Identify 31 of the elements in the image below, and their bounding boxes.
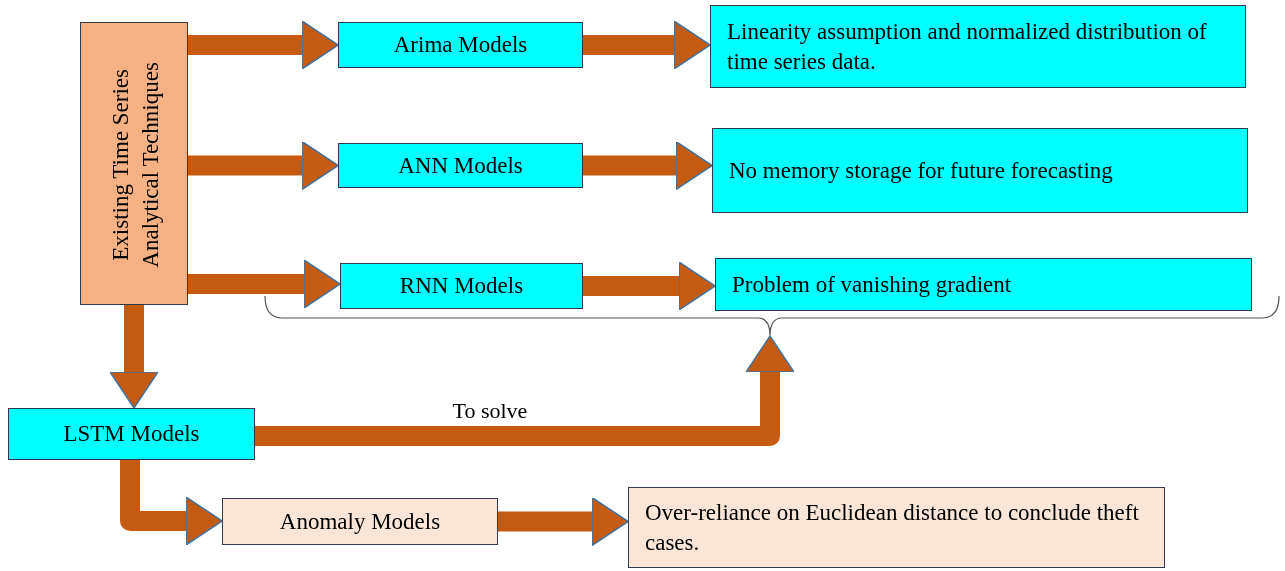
- block-arrow: [255, 335, 795, 446]
- curly-brace: [262, 296, 1282, 336]
- process-box: [338, 22, 583, 68]
- block-arrow: [583, 140, 713, 191]
- box-text: RNN Models: [399, 272, 524, 301]
- box-text: LSTM Models: [63, 420, 200, 449]
- block-arrow: [583, 261, 716, 311]
- box-text: Existing Time Series Analytical Techniques: [106, 60, 164, 270]
- block-arrow: [188, 140, 339, 191]
- edge-label: To solve: [452, 398, 528, 424]
- block-arrow: [109, 305, 159, 409]
- block-arrow: [188, 20, 339, 70]
- process-box: [8, 408, 255, 460]
- process-box: [712, 128, 1248, 213]
- process-box: [710, 5, 1246, 88]
- process-box: [80, 22, 188, 305]
- block-arrow: [498, 496, 629, 547]
- process-box: [338, 143, 583, 188]
- process-box: [628, 487, 1165, 568]
- process-box: [222, 498, 498, 545]
- block-arrow: [583, 20, 711, 70]
- process-box: [715, 258, 1252, 311]
- box-text: Problem of vanishing gradient: [732, 270, 1012, 299]
- box-text: Linearity assumption and normalized distribution of time series data.: [727, 17, 1208, 76]
- box-text: Arima Models: [393, 31, 528, 60]
- box-text: Over-reliance on Euclidean distance to conclude theft cases.: [645, 498, 1140, 557]
- block-arrow: [188, 259, 341, 309]
- box-text: No memory storage for future forecasting: [729, 156, 1114, 185]
- box-text: ANN Models: [398, 151, 523, 180]
- process-box: [340, 263, 583, 309]
- box-text: Anomaly Models: [279, 507, 441, 536]
